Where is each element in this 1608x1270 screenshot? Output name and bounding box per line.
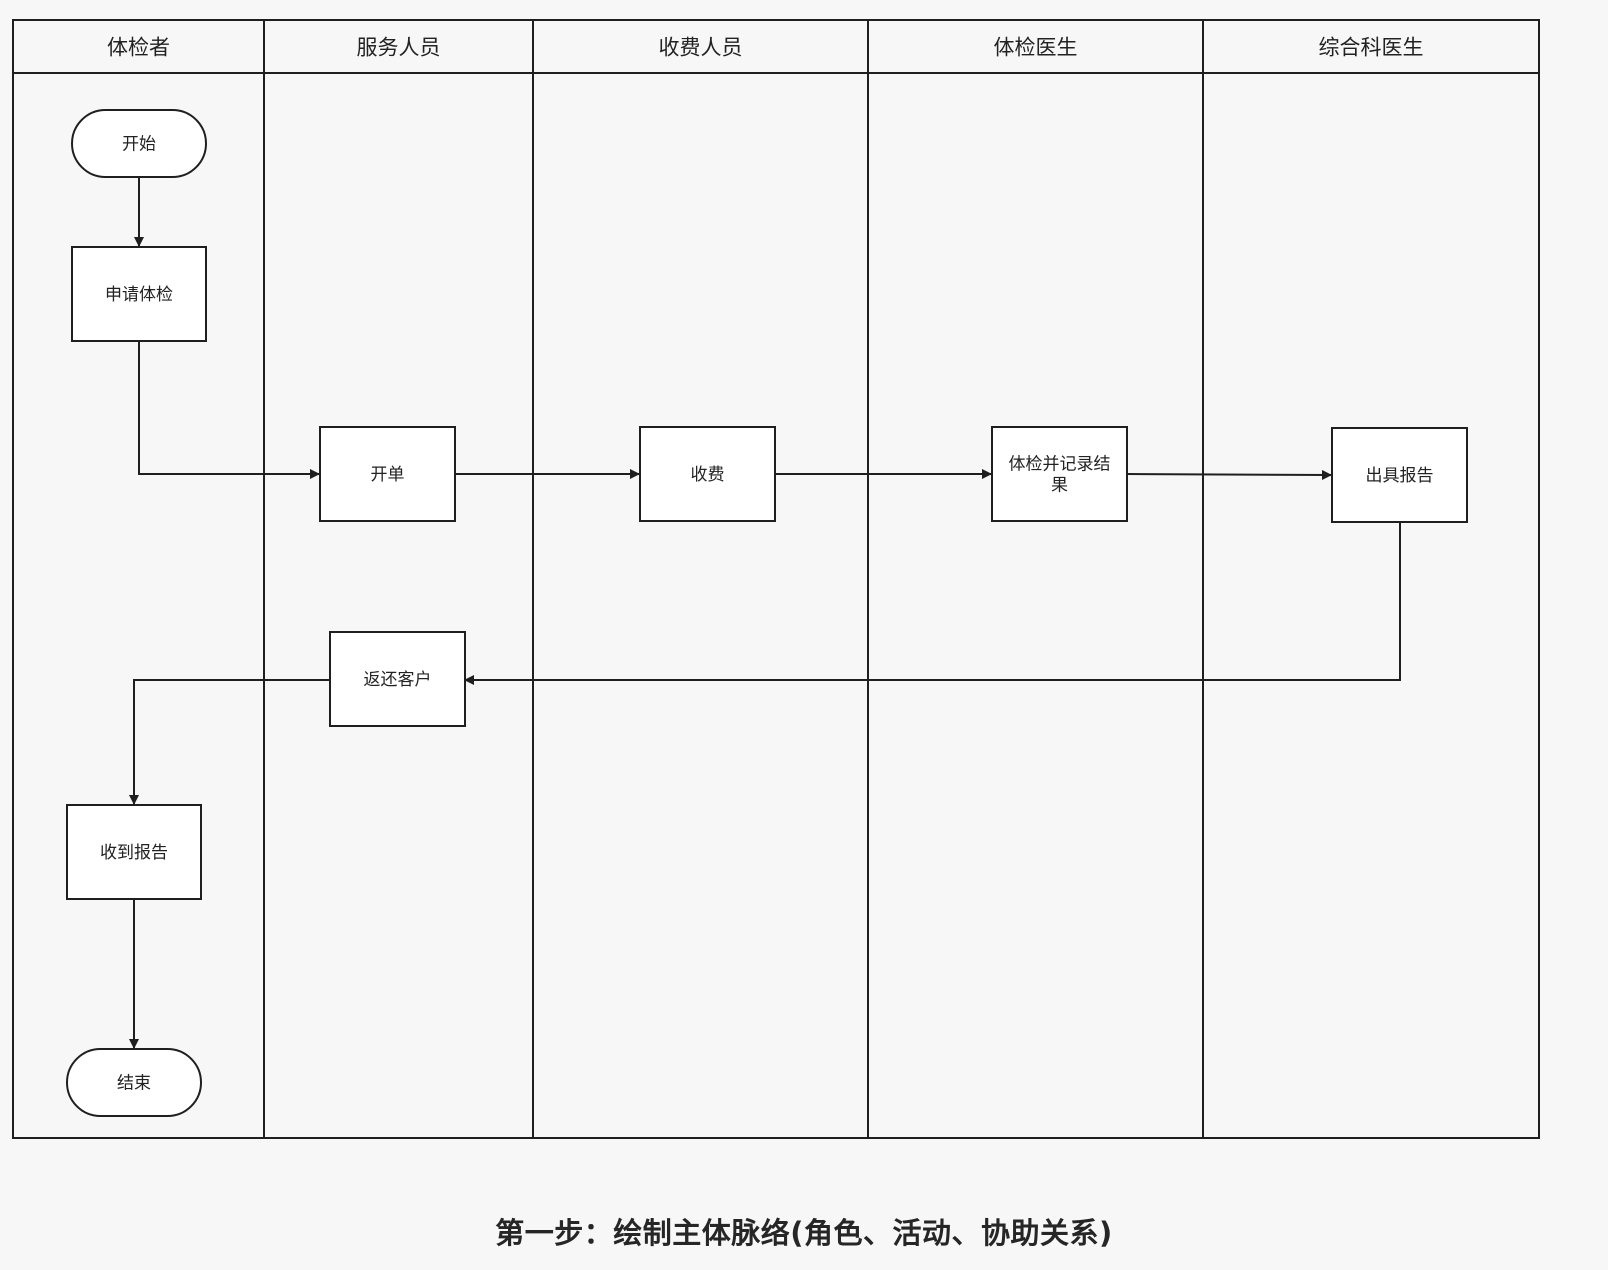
process-box xyxy=(639,426,776,522)
flow-node-issue-order[interactable]: 开单 xyxy=(319,426,456,522)
terminal-shape xyxy=(71,109,207,178)
connector-arrow-examine-record-to-issue-report xyxy=(1126,469,1332,480)
flow-node-label: 申请体检 xyxy=(105,285,173,305)
swimlane-border xyxy=(263,19,534,1139)
swimlane-title: 收费人员 xyxy=(659,36,743,60)
process-box xyxy=(319,426,456,522)
diagram-caption: 第一步：绘制主体脉络(角色、活动、协助关系) xyxy=(495,1216,1113,1250)
flow-node-charge[interactable]: 收费 xyxy=(639,426,776,522)
swimlane-lane-cashier: 收费人员 xyxy=(532,19,869,1139)
flow-node-label: 体检并记录结 xyxy=(1009,455,1111,475)
connector-arrow-issue-report-to-return-client xyxy=(464,522,1401,685)
swimlane-title: 体检者 xyxy=(107,36,170,60)
flow-node-label: 开单 xyxy=(371,465,405,485)
flow-node-label: 收费 xyxy=(691,465,725,485)
flow-node-label: 结束 xyxy=(117,1074,151,1094)
process-box xyxy=(329,631,466,727)
flow-node-label: 收到报告 xyxy=(100,843,168,863)
flow-node-start[interactable]: 开始 xyxy=(71,109,207,178)
flow-node-receive-report[interactable]: 收到报告 xyxy=(66,804,202,900)
connector-arrow-return-client-to-receive-report xyxy=(129,679,330,805)
process-box xyxy=(1331,427,1468,523)
flow-node-label: 出具报告 xyxy=(1366,466,1434,486)
swimlane-title: 体检医生 xyxy=(994,36,1078,60)
terminal-shape xyxy=(66,1048,202,1117)
swimlane-lane-exam-doctor: 体检医生 xyxy=(867,19,1204,1139)
flow-node-end[interactable]: 结束 xyxy=(66,1048,202,1117)
flow-node-label: 开始 xyxy=(122,135,156,155)
swimlane-border xyxy=(867,19,1204,1139)
swimlane-lane-general-doctor: 综合科医生 xyxy=(1202,19,1540,1139)
flow-node-apply-exam[interactable]: 申请体检 xyxy=(71,246,207,342)
swimlane-lane-service: 服务人员 xyxy=(263,19,534,1139)
process-box xyxy=(71,246,207,342)
swimlane-title: 综合科医生 xyxy=(1319,36,1424,60)
swimlane-border xyxy=(532,19,869,1139)
connector-arrow-apply-exam-to-issue-order xyxy=(138,341,320,479)
process-box xyxy=(991,426,1128,522)
process-box xyxy=(66,804,202,900)
flow-node-return-client[interactable]: 返还客户 xyxy=(329,631,466,727)
flow-node-label: 返还客户 xyxy=(364,670,432,690)
swimlane-title: 服务人员 xyxy=(357,36,441,60)
flow-node-issue-report[interactable]: 出具报告 xyxy=(1331,427,1468,523)
swimlane-border xyxy=(1202,19,1540,1139)
flow-node-label: 果 xyxy=(1051,476,1068,496)
